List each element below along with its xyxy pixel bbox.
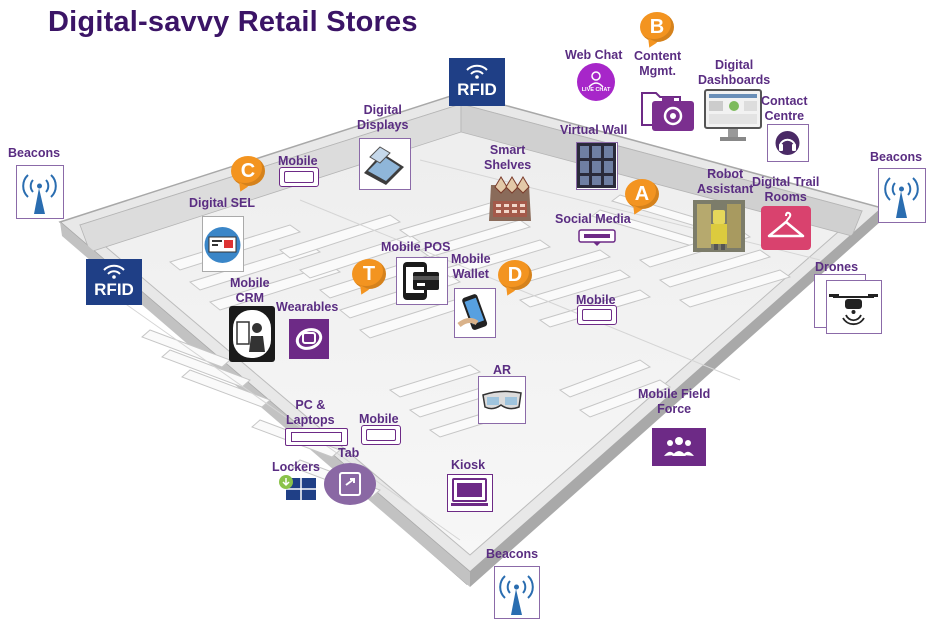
smart-shelves-label: Smart Shelves <box>484 143 532 172</box>
badge-c: C <box>231 156 265 186</box>
mobile-crm-label: Mobile CRM <box>230 276 270 305</box>
mobile-top-label: Mobile <box>278 154 318 168</box>
ar-glasses-icon <box>478 376 526 424</box>
wearable-watch-icon <box>289 319 329 359</box>
robot-assistant-photo <box>693 200 745 252</box>
lockers-icon <box>278 474 318 502</box>
beacons-left-icon <box>16 165 64 219</box>
virtual-wall-label: Virtual Wall <box>560 123 628 137</box>
smart-shelves-icon <box>487 175 533 225</box>
tablet-icon <box>324 463 376 505</box>
headset-icon <box>767 124 809 162</box>
ar-label: AR <box>493 363 512 377</box>
mobile-wallet-label: Mobile Wallet <box>451 252 491 281</box>
rfid-top-tag: RFID <box>449 58 505 106</box>
live-chat-icon: LIVE CHAT <box>577 63 615 101</box>
mobile-pos-icon <box>396 257 448 305</box>
dashboard-monitor-icon <box>704 89 762 143</box>
social-media-label: Social Media <box>555 212 631 226</box>
badge-t: T <box>352 259 386 289</box>
badge-d: D <box>498 260 532 290</box>
digital-sel-icon <box>202 216 244 272</box>
mobile-bottom-label: Mobile <box>359 412 399 426</box>
lockers-label: Lockers <box>272 460 320 474</box>
content-mgmt-label: Content Mgmt. <box>634 49 682 78</box>
hanger-icon <box>761 206 811 250</box>
content-mgmt-icon <box>640 85 696 133</box>
mobile-top-icon <box>279 167 319 187</box>
beacons-right-icon <box>878 168 926 223</box>
drone-icon <box>826 280 882 334</box>
web-chat-label: Web Chat <box>565 48 623 62</box>
mobile-bottom-icon <box>361 425 401 445</box>
wearables-label: Wearables <box>276 300 339 314</box>
rfid-left-text: RFID <box>94 280 134 299</box>
mobile-field-force-label: Mobile Field Force <box>638 387 711 416</box>
rfid-left-tag: RFID <box>86 259 142 305</box>
mobile-wallet-icon <box>454 288 496 338</box>
pc-laptops-label: PC & Laptops <box>286 398 335 427</box>
live-chat-text: LIVE CHAT <box>581 87 611 93</box>
beacons-bottom-icon <box>494 566 540 619</box>
social-media-icon <box>578 229 616 247</box>
robot-assistant-label: Robot Assistant <box>697 167 754 196</box>
digital-displays-label: Digital Displays <box>357 103 409 132</box>
kiosk-icon <box>447 474 493 512</box>
laptop-icon <box>285 428 348 446</box>
page-title: Digital-savvy Retail Stores <box>48 6 418 38</box>
beacons-right-label: Beacons <box>870 150 923 164</box>
badge-b: B <box>640 12 674 42</box>
team-icon <box>652 428 706 466</box>
digital-dashboards-label: Digital Dashboards <box>698 58 771 87</box>
beacons-left-label: Beacons <box>8 146 61 160</box>
kiosk-label: Kiosk <box>451 458 486 472</box>
digital-sel-label: Digital SEL <box>189 196 255 210</box>
mobile-mid-icon <box>577 305 617 325</box>
badge-a: A <box>625 179 659 209</box>
beacons-bottom-label: Beacons <box>486 547 539 561</box>
mobile-mid-label: Mobile <box>576 293 616 307</box>
tab-label: Tab <box>338 446 360 460</box>
mobile-pos-label: Mobile POS <box>381 240 451 254</box>
drones-label: Drones <box>815 260 859 274</box>
rfid-top-text: RFID <box>457 80 497 99</box>
mobile-crm-icon <box>229 306 275 362</box>
digital-trail-rooms-label: Digital Trail Rooms <box>752 175 820 204</box>
contact-centre-label: Contact Centre <box>761 94 808 123</box>
digital-displays-icon <box>359 138 411 190</box>
virtual-wall-icon <box>576 142 618 190</box>
